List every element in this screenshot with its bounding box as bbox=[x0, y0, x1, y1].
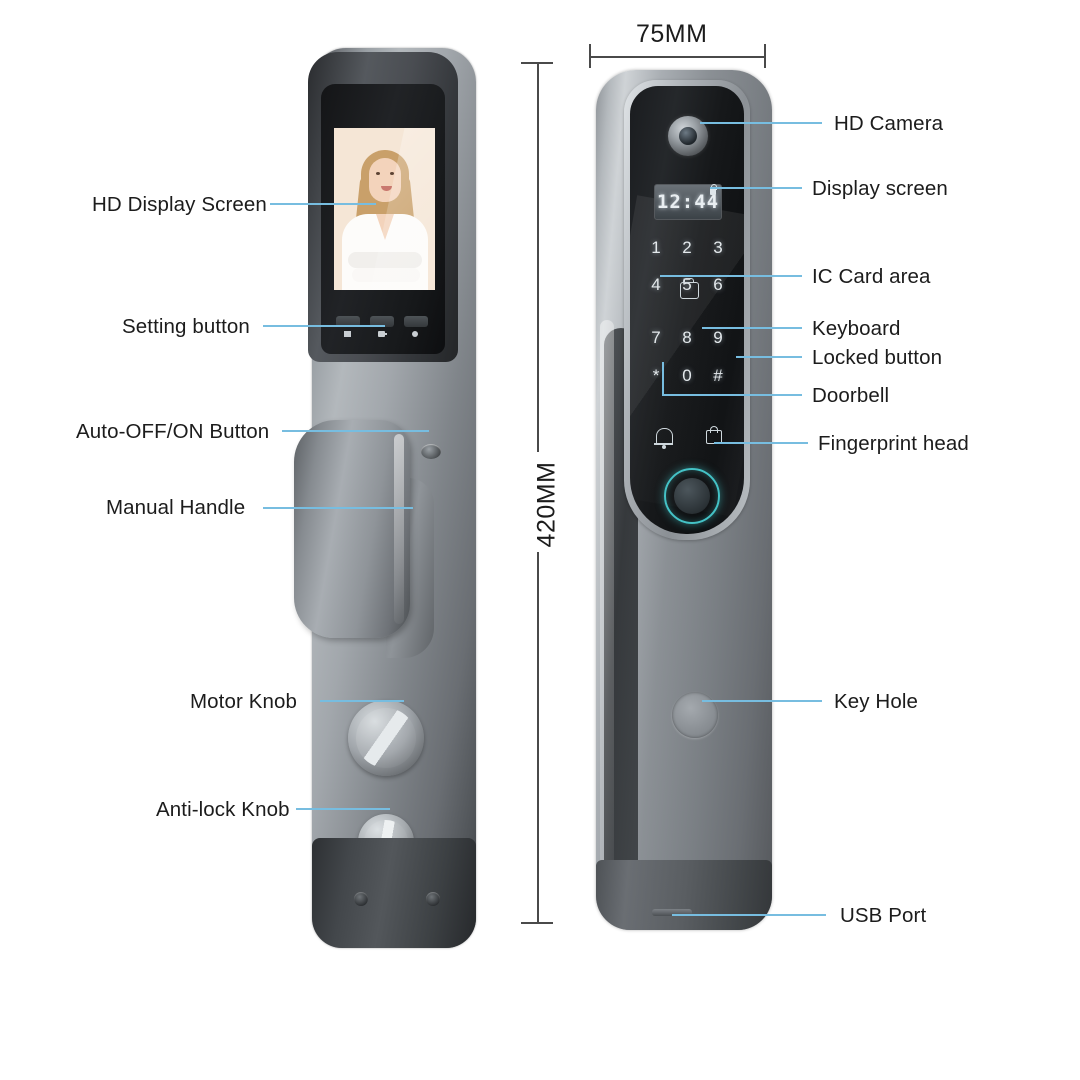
dimension-height-text: 420MM bbox=[532, 461, 561, 548]
usb-port[interactable] bbox=[652, 909, 692, 916]
leader-motor-knob bbox=[320, 700, 404, 702]
dimension-width-text: 75MM bbox=[636, 20, 708, 48]
key-7[interactable]: 7 bbox=[651, 328, 661, 347]
display-screen: 12:44 bbox=[654, 184, 722, 220]
setting-button-2[interactable] bbox=[370, 316, 394, 327]
setting-button-3-icon bbox=[412, 331, 418, 337]
hd-camera-icon[interactable] bbox=[668, 116, 708, 156]
label-keyboard: Keyboard bbox=[812, 317, 901, 340]
portrait-face-icon bbox=[369, 158, 401, 202]
function-row bbox=[640, 425, 734, 456]
key-hash[interactable]: # bbox=[713, 366, 723, 385]
lock-side-highlight bbox=[600, 320, 614, 900]
key-5[interactable]: 5 bbox=[682, 275, 692, 294]
fingerprint-sensor-pad[interactable] bbox=[674, 478, 710, 514]
setting-button-2-icon bbox=[378, 331, 385, 337]
dimension-height-line-lower bbox=[537, 552, 539, 924]
auto-off-on-button[interactable] bbox=[421, 444, 441, 459]
smart-lock-interior-view bbox=[294, 48, 490, 948]
handle-highlight bbox=[394, 434, 404, 624]
label-anti-lock-knob: Anti-lock Knob bbox=[156, 798, 290, 821]
touch-panel-glass[interactable]: 12:44 1 2 3 4 5 6 7 8 9 * 0 # bbox=[630, 86, 744, 534]
leader-display-screen bbox=[710, 187, 802, 189]
keyboard[interactable]: 1 2 3 4 5 6 7 8 9 * 0 # bbox=[640, 238, 734, 418]
setting-button-3[interactable] bbox=[404, 316, 428, 327]
fingerprint-head[interactable] bbox=[664, 468, 720, 524]
leader-locked-button bbox=[736, 356, 802, 358]
motor-knob[interactable] bbox=[348, 700, 424, 776]
leader-key-hole bbox=[702, 700, 822, 702]
key-1[interactable]: 1 bbox=[651, 238, 661, 257]
doorbell-clapper-icon bbox=[662, 445, 666, 449]
label-usb-port: USB Port bbox=[840, 904, 927, 927]
portrait-eye-right-icon bbox=[390, 172, 394, 175]
leader-hd-display-screen bbox=[270, 203, 376, 205]
portrait-arm-lower-icon bbox=[352, 268, 420, 282]
setting-button-1-icon bbox=[344, 331, 351, 337]
label-setting-button: Setting button bbox=[122, 315, 250, 338]
leader-anti-lock-knob bbox=[296, 808, 390, 810]
label-hd-display-screen: HD Display Screen bbox=[92, 193, 267, 216]
lock-bottom-plate-right bbox=[596, 860, 772, 930]
manual-handle[interactable] bbox=[294, 420, 410, 638]
key-3[interactable]: 3 bbox=[713, 238, 723, 257]
leader-fingerprint-head bbox=[714, 442, 808, 444]
dimension-width-line bbox=[589, 56, 766, 58]
portrait-mouth-icon bbox=[381, 186, 392, 191]
screw-hole-left-icon bbox=[354, 892, 368, 906]
label-ic-card-area: IC Card area bbox=[812, 265, 931, 288]
label-motor-knob: Motor Knob bbox=[190, 690, 297, 713]
key-0[interactable]: 0 bbox=[682, 366, 692, 385]
leader-doorbell bbox=[662, 394, 802, 396]
dimension-width-cap-right bbox=[764, 44, 766, 68]
key-2[interactable]: 2 bbox=[682, 238, 692, 257]
key-8[interactable]: 8 bbox=[682, 328, 692, 347]
display-screen-time: 12:44 bbox=[656, 191, 720, 213]
leader-doorbell-riser bbox=[662, 362, 664, 396]
hd-display-screen[interactable] bbox=[334, 128, 435, 290]
label-manual-handle: Manual Handle bbox=[106, 496, 246, 519]
key-4[interactable]: 4 bbox=[651, 275, 661, 294]
dimension-height-cap-bottom bbox=[521, 922, 553, 924]
display-lock-icon bbox=[710, 184, 717, 195]
smart-lock-exterior-view: 12:44 1 2 3 4 5 6 7 8 9 * 0 # bbox=[596, 70, 772, 930]
key-9[interactable]: 9 bbox=[713, 328, 723, 347]
label-fingerprint-head: Fingerprint head bbox=[818, 432, 969, 455]
leader-hd-camera bbox=[700, 122, 822, 124]
dimension-width-cap-left bbox=[589, 44, 591, 68]
label-display-screen: Display screen bbox=[812, 177, 948, 200]
dimension-height-cap-top bbox=[521, 62, 553, 64]
setting-button-1[interactable] bbox=[336, 316, 360, 327]
leader-setting-button bbox=[263, 325, 385, 327]
label-doorbell: Doorbell bbox=[812, 384, 890, 407]
dimension-height-line-upper bbox=[537, 62, 539, 452]
key-6[interactable]: 6 bbox=[713, 275, 723, 294]
leader-ic-card-area bbox=[660, 275, 802, 277]
key-star[interactable]: * bbox=[652, 366, 660, 385]
lock-bottom-plate-left bbox=[312, 838, 476, 948]
leader-auto-off-on-button bbox=[282, 430, 429, 432]
screw-hole-right-icon bbox=[426, 892, 440, 906]
portrait-arm-upper-icon bbox=[348, 252, 422, 268]
leader-keyboard bbox=[702, 327, 802, 329]
key-hole[interactable] bbox=[672, 692, 718, 738]
leader-manual-handle bbox=[263, 507, 413, 509]
label-key-hole: Key Hole bbox=[834, 690, 918, 713]
portrait-eye-left-icon bbox=[376, 172, 380, 175]
setting-button-bar bbox=[334, 316, 435, 338]
doorbell-icon[interactable] bbox=[654, 428, 673, 445]
leader-usb-port bbox=[672, 914, 826, 916]
label-auto-off-on-button: Auto-OFF/ON Button bbox=[76, 420, 270, 443]
label-locked-button: Locked button bbox=[812, 346, 943, 369]
label-hd-camera: HD Camera bbox=[834, 112, 944, 135]
ic-card-area-icon[interactable] bbox=[680, 278, 699, 299]
